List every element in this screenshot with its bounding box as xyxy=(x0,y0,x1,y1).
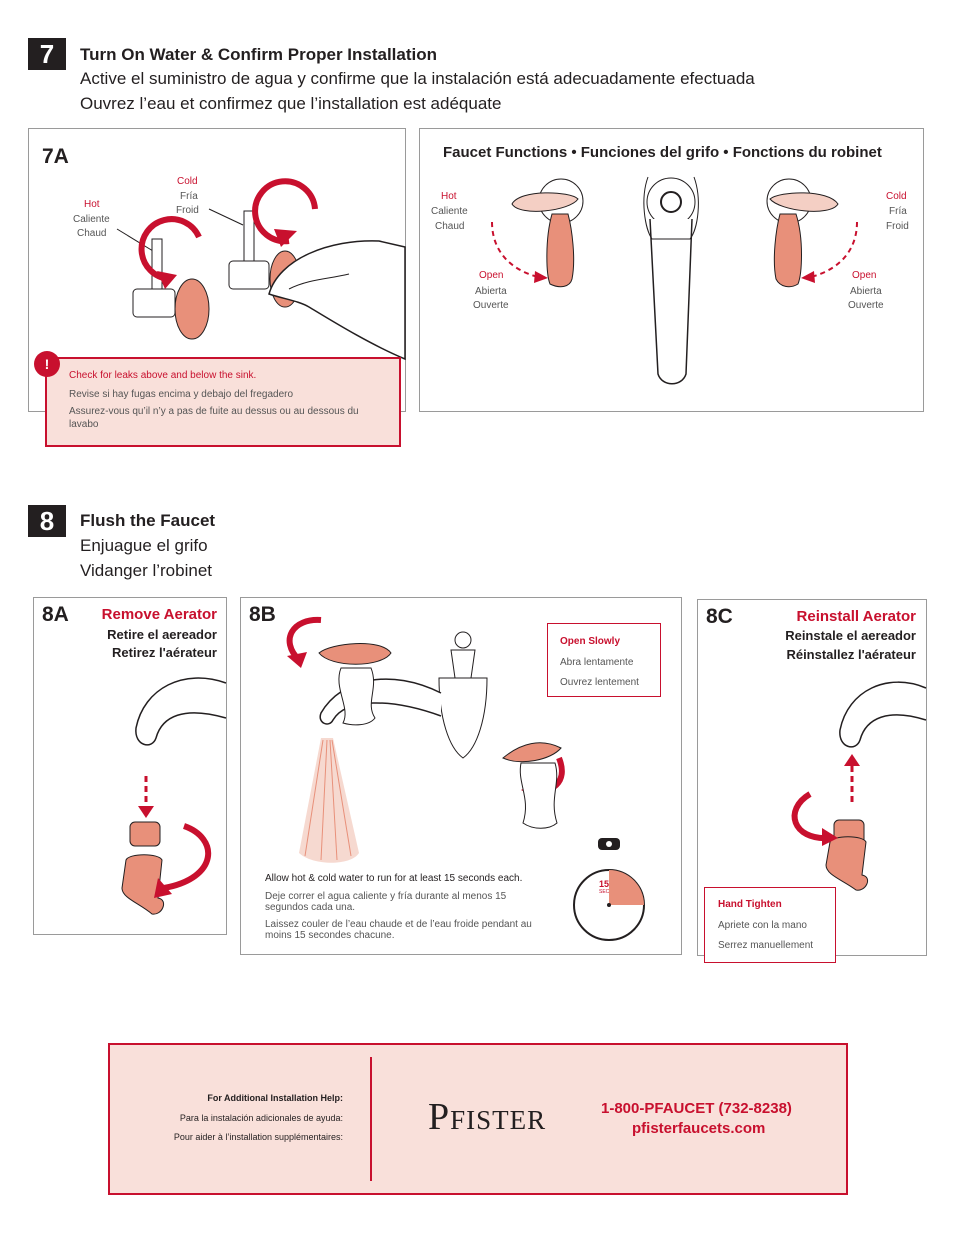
faucet-functions-title: Faucet Functions • Funciones del grifo •… xyxy=(443,144,882,161)
panel-8c-title-en: Reinstall Aerator xyxy=(796,608,916,625)
functions-cold-fr: Froid xyxy=(886,221,909,232)
flush-text-fr: Laissez couler de l’eau chaude et de l’e… xyxy=(265,919,532,941)
warning-text-fr: Assurez-vous qu’il n’y a pas de fuite au… xyxy=(69,406,359,430)
help-text-fr: Pour aider à l’installation supplémentai… xyxy=(173,1132,343,1142)
hot-label-fr: Chaud xyxy=(77,228,107,239)
warning-icon: ! xyxy=(34,351,60,377)
timer-value: 15 xyxy=(599,879,610,889)
step-7-title-fr: Ouvrez l’eau et confirmez que l’installa… xyxy=(80,94,502,113)
functions-cold-label: Cold xyxy=(886,191,907,202)
shutoff-valves-illustration xyxy=(116,178,406,361)
reinstall-aerator-illustration xyxy=(791,681,927,891)
panel-8a-title-fr: Retirez l'aérateur xyxy=(112,645,217,660)
leak-warning-box: ! Check for leaks above and below the si… xyxy=(34,351,401,447)
flush-text-es: Deje correr el agua caliente y fría dura… xyxy=(265,891,507,913)
open-slowly-note: Open Slowly Abra lentamente Ouvrez lente… xyxy=(547,623,661,697)
functions-open-right-es: Abierta xyxy=(850,286,882,297)
cold-label-es: Fría xyxy=(180,191,198,202)
warning-text-en: Check for leaks above and below the sink… xyxy=(69,370,257,381)
open-slowly-fr: Ouvrez lentement xyxy=(560,677,639,688)
flush-faucet-illustration xyxy=(286,616,565,863)
remove-aerator-illustration xyxy=(121,677,227,915)
step-8-title-en: Flush the Faucet xyxy=(80,511,216,530)
hot-label-es: Caliente xyxy=(73,214,110,225)
help-footer: For Additional Installation Help: Para l… xyxy=(108,1043,848,1195)
step-7-number: 7 xyxy=(28,38,66,70)
website-link[interactable]: pfisterfaucets.com xyxy=(632,1120,766,1137)
functions-open-left: Open xyxy=(479,270,504,281)
panel-8b: 8B Open Slowly Abra lentamente Ouvrez le… xyxy=(240,597,682,955)
timer-unit: SEC xyxy=(599,889,610,895)
step-7-title-en: Turn On Water & Confirm Proper Installat… xyxy=(80,45,438,64)
functions-hot-fr: Chaud xyxy=(435,221,465,232)
step-8-title-fr: Vidanger l’robinet xyxy=(80,561,212,580)
functions-cold-es: Fría xyxy=(889,206,907,217)
open-slowly-es: Abra lentamente xyxy=(560,657,634,668)
functions-hot-label: Hot xyxy=(441,191,457,202)
hot-label: Hot xyxy=(84,199,100,210)
panel-8c-label: 8C xyxy=(706,605,733,628)
open-slowly-en: Open Slowly xyxy=(560,636,621,647)
functions-open-left-fr: Ouverte xyxy=(473,300,509,311)
hand-tighten-note: Hand Tighten Apriete con la mano Serrez … xyxy=(704,887,836,963)
help-text-es: Para la instalación adicionales de ayuda… xyxy=(179,1113,343,1123)
panel-8c-title-fr: Réinstallez l'aérateur xyxy=(786,647,916,662)
hand-tighten-fr: Serrez manuellement xyxy=(718,940,814,951)
panel-8b-label: 8B xyxy=(249,603,276,626)
cold-label: Cold xyxy=(177,176,198,187)
panel-8a: 8A Remove Aerator Retire el aereador Ret… xyxy=(33,597,227,935)
phone-number[interactable]: 1-800-PFAUCET (732-8238) xyxy=(601,1100,792,1117)
flush-text-en: Allow hot & cold water to run for at lea… xyxy=(265,873,523,884)
panel-8a-label: 8A xyxy=(42,603,69,626)
step-7-title-es: Active el suministro de agua y confirme … xyxy=(80,69,755,88)
step-8-title-es: Enjuague el grifo xyxy=(80,536,208,555)
footer-divider xyxy=(370,1057,372,1181)
hand-tighten-en: Hand Tighten xyxy=(718,899,782,910)
panel-7a-label: 7A xyxy=(42,145,69,168)
stopwatch-icon: 15 SEC xyxy=(571,838,647,944)
step-8-number: 8 xyxy=(28,505,66,537)
functions-open-right: Open xyxy=(852,270,877,281)
faucet-functions-illustration xyxy=(491,176,858,385)
functions-open-right-fr: Ouverte xyxy=(848,300,884,311)
hand-tighten-es: Apriete con la mano xyxy=(718,920,807,931)
cold-label-fr: Froid xyxy=(176,205,199,216)
panel-8a-title-es: Retire el aereador xyxy=(107,627,217,642)
panel-8c: 8C Reinstall Aerator Reinstale el aeread… xyxy=(697,599,927,963)
pfister-logo: Pfister xyxy=(428,1096,547,1138)
functions-open-left-es: Abierta xyxy=(475,286,507,297)
warning-text-es: Revise si hay fugas encima y debajo del … xyxy=(69,389,294,400)
help-text-en: For Additional Installation Help: xyxy=(207,1093,343,1103)
panel-8c-title-es: Reinstale el aereador xyxy=(785,628,916,643)
panel-8a-title-en: Remove Aerator xyxy=(101,606,217,623)
panel-faucet-functions: Faucet Functions • Funciones del grifo •… xyxy=(419,128,924,412)
functions-hot-es: Caliente xyxy=(431,206,468,217)
